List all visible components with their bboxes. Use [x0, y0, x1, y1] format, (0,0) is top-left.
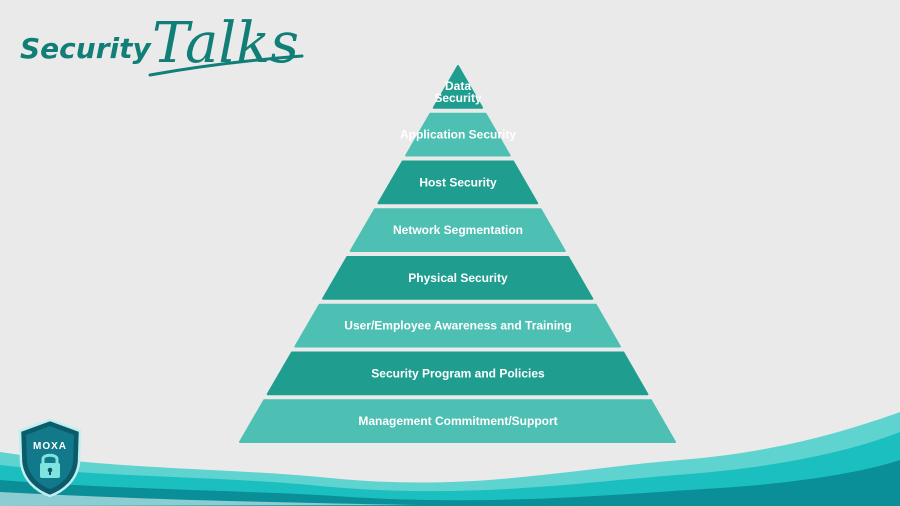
logo-word-talks: Talks [152, 11, 299, 76]
badge-label: MOXA [33, 441, 67, 452]
pyramid-layer-label-line: Security Program and Policies [371, 366, 545, 380]
pyramid-layer-label: Management Commitment/Support [358, 414, 557, 428]
logo-swoosh [148, 54, 304, 77]
pyramid-layer-label-line: User/Employee Awareness and Training [344, 319, 571, 333]
pyramid-layer-label-line: Host Security [419, 175, 497, 189]
pyramid-layer-shape [294, 303, 621, 348]
pyramid-layer-shape [405, 112, 511, 157]
pyramid-layer-management-commitment-support: Management Commitment/Support [239, 399, 676, 443]
pyramid-layer-user-employee-awareness-and-training: User/Employee Awareness and Training [294, 303, 621, 348]
pyramid-layer-shape [239, 399, 676, 443]
pyramid-layer-label: Application Security [400, 128, 516, 142]
pyramid-layer-shape [349, 208, 566, 252]
pyramid-layer-label-line: Data [445, 79, 471, 93]
pyramid-layer-label-line: Management Commitment/Support [358, 414, 557, 428]
pyramid-layer-label-line: Physical Security [408, 271, 508, 285]
shield-inner [26, 426, 74, 489]
pyramid-layer-label-line: Security [434, 91, 482, 105]
pyramid-layer-shape [266, 351, 649, 396]
logo-word-security: Security [20, 32, 152, 65]
wave-front [0, 460, 900, 506]
pyramid-layer-label: User/Employee Awareness and Training [344, 319, 571, 333]
pyramid-layer-security-program-and-policies: Security Program and Policies [266, 351, 649, 396]
wave-middle [0, 432, 900, 506]
pyramid-layer-physical-security: Physical Security [322, 256, 594, 300]
pyramid-layer-shape [432, 65, 484, 109]
lock-shield-icon [40, 453, 60, 478]
moxa-shield-badge: MOXA [18, 418, 82, 498]
pyramid-layer-label: Security Program and Policies [371, 366, 545, 380]
pyramid-layer-label: Host Security [419, 175, 497, 189]
pyramid-layer-label-line: Network Segmentation [393, 223, 523, 237]
pyramid-layer-application-security: Application Security [400, 112, 516, 157]
pyramid-layer-shape [377, 160, 539, 205]
pyramid-layer-label-line: Application Security [400, 128, 516, 142]
pyramid-layer-host-security: Host Security [377, 160, 539, 205]
wave-highlight [0, 492, 420, 506]
pyramid-layer-shape [322, 256, 594, 300]
pyramid-layer-label: Network Segmentation [393, 223, 523, 237]
pyramid-layer-label: Physical Security [408, 271, 508, 285]
pyramid-layer-network-segmentation: Network Segmentation [349, 208, 566, 252]
security-talks-logo: Security Talks [20, 11, 304, 77]
